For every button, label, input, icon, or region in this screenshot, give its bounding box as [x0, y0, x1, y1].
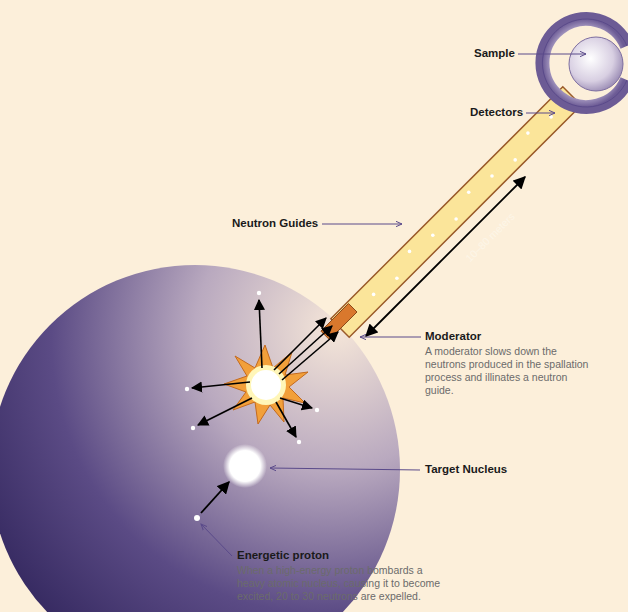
neutron-dot — [372, 293, 376, 297]
explosion-center — [251, 370, 281, 400]
explosion-core — [246, 365, 286, 405]
neutron-dot — [408, 250, 412, 254]
neutron-dot — [513, 158, 517, 162]
part-label: Neutron Guides — [232, 217, 318, 231]
explosion — [224, 345, 308, 424]
description-text: When a high-energy proton bombards a hea… — [237, 564, 442, 603]
neutron-dot — [490, 174, 494, 178]
neutron-guide — [331, 87, 581, 337]
length-arrow — [366, 177, 525, 336]
proton-dot — [194, 515, 200, 521]
target-nucleus — [223, 444, 267, 488]
neutron-dots — [349, 115, 553, 312]
proton-arrow — [201, 482, 229, 513]
leader-lines — [201, 54, 586, 556]
neutron-dot — [526, 131, 530, 135]
neutron-dot — [467, 190, 471, 194]
neutron-dot — [431, 233, 435, 237]
neutron-dot — [395, 276, 399, 280]
dimension-label: 10–80 meters — [463, 210, 517, 264]
neutron-dot — [549, 115, 553, 119]
target-sphere — [0, 265, 400, 612]
neutron-dot — [454, 217, 458, 221]
moderator-block — [321, 304, 357, 340]
neutron-arrows — [192, 300, 338, 437]
description-text: A moderator slows down the neutrons prod… — [425, 345, 590, 398]
detector-ring — [542, 19, 627, 107]
part-label: Sample — [474, 47, 515, 61]
part-label: Target Nucleus — [425, 463, 507, 477]
part-label: Energetic proton — [237, 549, 329, 563]
neutron-dots-loose — [185, 291, 319, 444]
part-label: Detectors — [470, 106, 523, 120]
part-label: Moderator — [425, 330, 481, 344]
detector-ring-edge — [542, 19, 627, 107]
sample-circle — [569, 37, 623, 91]
